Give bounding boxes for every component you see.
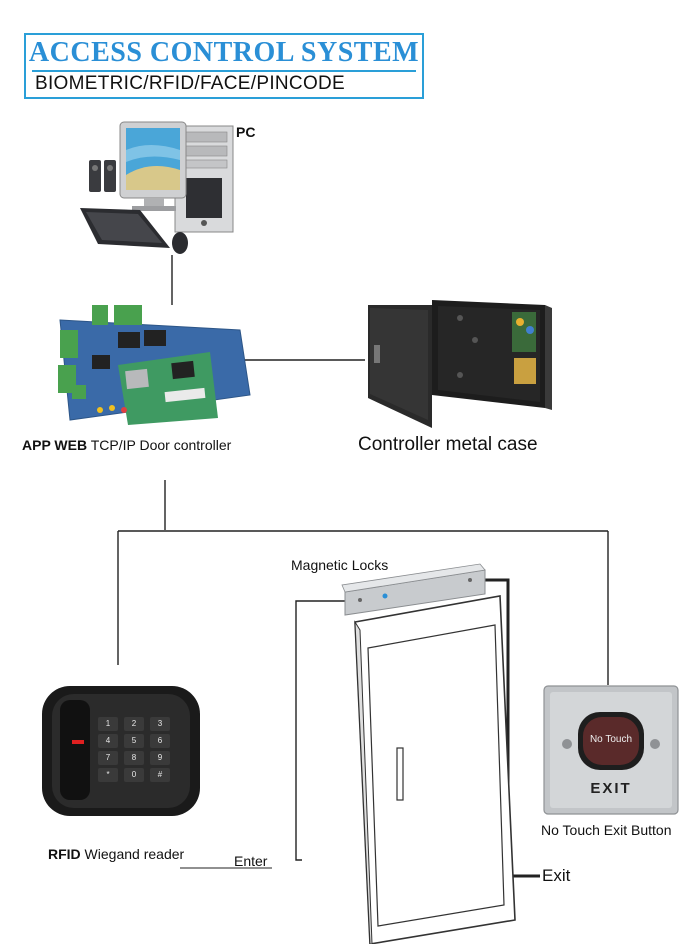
controller-label: APP WEB TCP/IP Door controller xyxy=(22,437,231,453)
door xyxy=(354,595,516,944)
title-box: ACCESS CONTROL SYSTEM BIOMETRIC/RFID/FAC… xyxy=(24,33,424,99)
controller-label-bold: APP WEB xyxy=(22,437,88,453)
keypad-key: 9 xyxy=(150,751,170,765)
controller-label-rest: TCP/IP Door controller xyxy=(87,437,232,453)
exit-button-label: No Touch Exit Button xyxy=(541,822,672,838)
keypad-key: * xyxy=(98,768,118,782)
keypad-key: 2 xyxy=(124,717,144,731)
exit-button-plate xyxy=(543,685,679,815)
title-divider xyxy=(32,70,416,72)
keypad-key: 5 xyxy=(124,734,144,748)
enter-wire xyxy=(295,600,345,861)
keypad-key: # xyxy=(150,768,170,782)
keypad-key: 1 xyxy=(98,717,118,731)
page-subtitle: BIOMETRIC/RFID/FACE/PINCODE xyxy=(35,73,346,94)
enter-label: Enter xyxy=(234,853,268,869)
controller-metal-case xyxy=(368,300,552,428)
reader-label-rest: Wiegand reader xyxy=(80,846,185,862)
keypad-key: 4 xyxy=(98,734,118,748)
pc-icon xyxy=(80,121,234,254)
keypad-key: 6 xyxy=(150,734,170,748)
keypad-key: 7 xyxy=(98,751,118,765)
metal-case-label: Controller metal case xyxy=(358,434,538,455)
page-title: ACCESS CONTROL SYSTEM xyxy=(28,37,420,68)
reader-label: RFID Wiegand reader xyxy=(48,846,184,862)
keypad-key: 8 xyxy=(124,751,144,765)
reader-label-bold: RFID xyxy=(48,846,81,862)
keypad-key: 0 xyxy=(124,768,144,782)
keypad-key: 3 xyxy=(150,717,170,731)
exit-button-face-label: No Touch xyxy=(589,734,633,745)
magnetic-lock xyxy=(341,563,486,616)
magnetic-locks-label: Magnetic Locks xyxy=(291,557,389,573)
exit-label: Exit xyxy=(542,866,571,885)
exit-button-plate-label: EXIT xyxy=(590,780,632,797)
door-controller-board xyxy=(58,305,251,425)
pc-label: PC xyxy=(236,124,256,140)
